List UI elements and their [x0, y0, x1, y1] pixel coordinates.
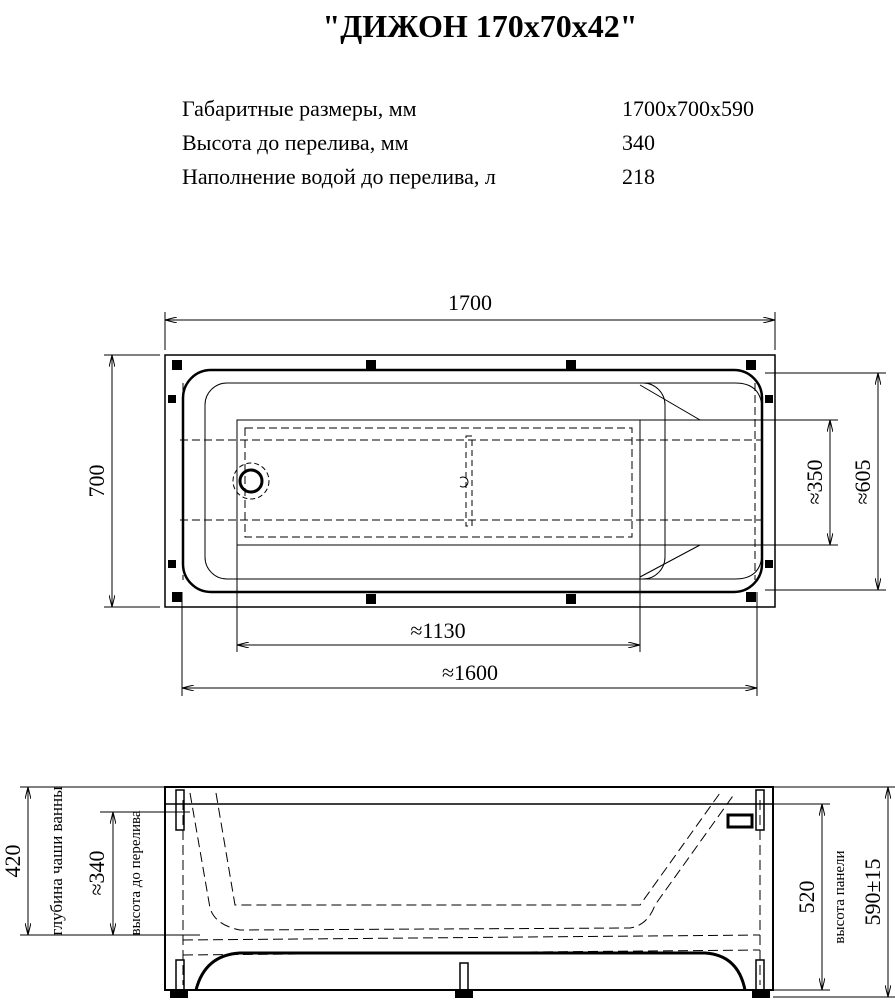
- dim-width: 700: [84, 465, 109, 498]
- spec-label: Высота до перелива, мм: [182, 130, 409, 155]
- dim-length: 1700: [448, 290, 492, 315]
- dim-overflow: ≈340: [84, 850, 109, 895]
- leg-icons: [175, 789, 765, 991]
- spec-value: 1700x700x590: [622, 96, 754, 121]
- dim-total: 590±15: [860, 858, 885, 925]
- panel-label: высота панели: [832, 850, 848, 943]
- overflow-label: высота до перелива: [128, 810, 144, 935]
- dim-depth: 420: [0, 845, 25, 878]
- spec-value: 340: [622, 130, 655, 155]
- spec-label: Наполнение водой до перелива, л: [182, 164, 496, 189]
- spec-label: Габаритные размеры, мм: [182, 96, 417, 121]
- drawing-title: "ДИЖОН 170x70x42": [322, 8, 638, 44]
- overflow-icon: [459, 476, 469, 488]
- spec-table: Габаритные размеры, мм 1700x700x590 Высот…: [182, 96, 754, 198]
- dim-bowl-length: ≈1600: [442, 660, 498, 685]
- dim-inner-length: ≈1130: [410, 618, 465, 643]
- dim-inner-width: ≈350: [802, 459, 827, 504]
- top-view: [104, 312, 886, 696]
- drain-icon: [238, 468, 264, 494]
- side-view: [20, 786, 895, 998]
- overflow-icon: [726, 813, 754, 829]
- spec-row: Высота до перелива, мм 340: [182, 130, 754, 164]
- dim-panel: 520: [794, 881, 819, 914]
- depth-label: глубина чаши ванны: [47, 786, 66, 936]
- spec-row: Габаритные размеры, мм 1700x700x590: [182, 96, 754, 130]
- spec-value: 218: [622, 164, 655, 189]
- spec-row: Наполнение водой до перелива, л 218: [182, 164, 754, 198]
- dim-bowl-width: ≈605: [850, 459, 875, 504]
